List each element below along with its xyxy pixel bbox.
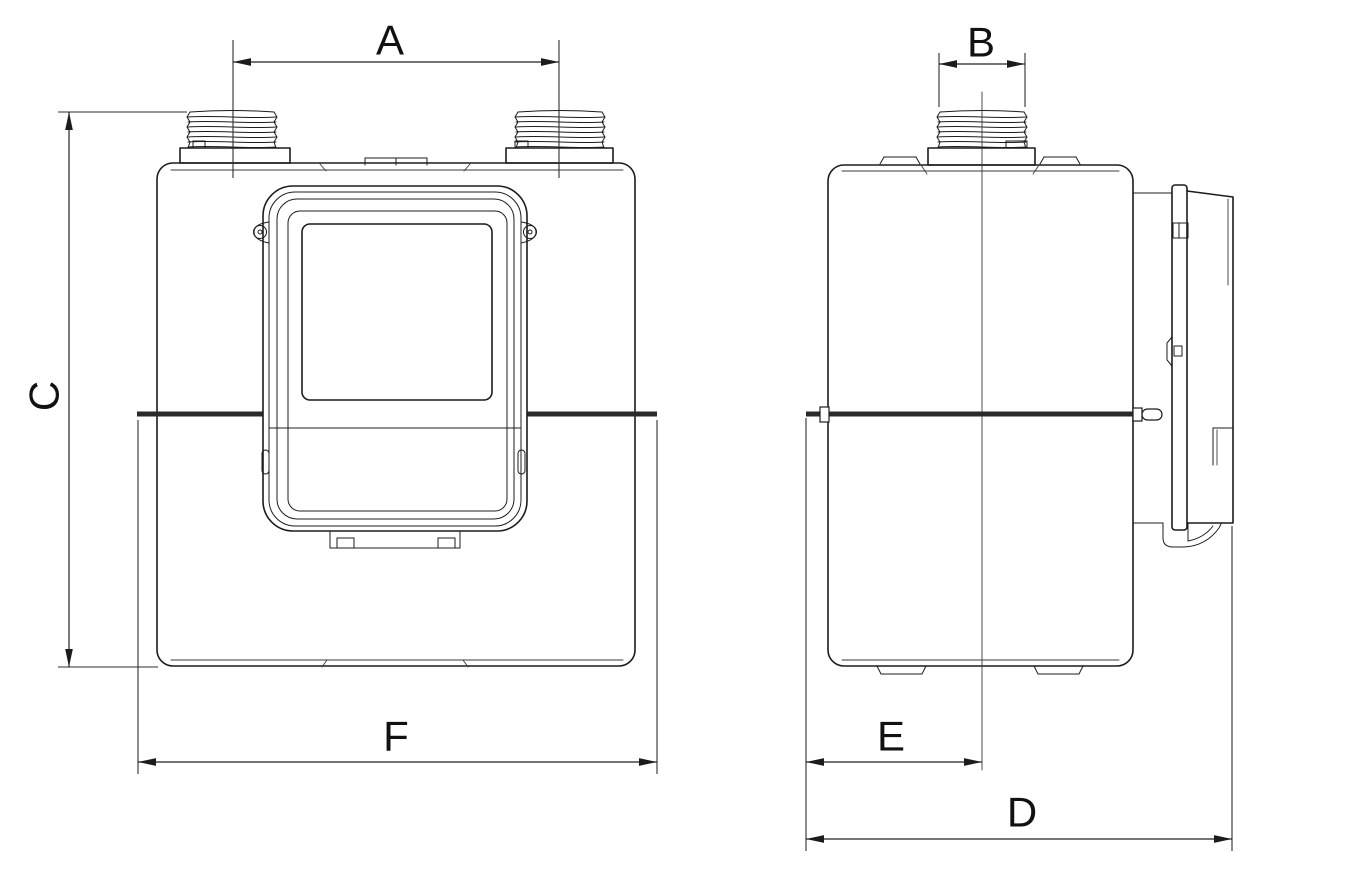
dimension-label-d: D [1007, 789, 1037, 836]
front-left-pipe [179, 110, 291, 164]
dimension-a: A [232, 17, 560, 178]
side-bottom-foot-right [1033, 665, 1084, 675]
side-top-seam-tick-right [1032, 164, 1040, 175]
side-view [806, 91, 1234, 771]
front-bottom-seam-tick-right [462, 659, 469, 668]
dimension-d: D [806, 526, 1233, 851]
front-top-tab [364, 157, 428, 166]
dimension-label-c: C [21, 381, 68, 411]
side-display-mid-latch [1166, 336, 1183, 367]
side-display-recess [1212, 427, 1233, 466]
dimension-label-f: F [383, 713, 409, 760]
side-display-bottom-hook [1162, 522, 1222, 548]
side-top-notch-left [879, 156, 921, 165]
side-band-pin [1141, 408, 1163, 421]
front-top-seam-tick-left [319, 163, 327, 172]
side-bottom-foot-left [876, 665, 927, 675]
side-display-module [1132, 184, 1234, 548]
side-band-clip-right [1132, 407, 1143, 422]
dimension-label-b: B [967, 19, 995, 66]
side-display-mount-plate [1171, 184, 1188, 531]
dimensions: A B C F [21, 17, 1233, 851]
display-screw-right [520, 221, 537, 244]
display-screw-left [253, 221, 270, 244]
dimension-e: E [805, 418, 982, 851]
side-display-body [1186, 190, 1234, 524]
front-top-seam-tick-right [463, 163, 471, 172]
dimension-label-e: E [877, 713, 905, 760]
side-display-top-clip [1172, 222, 1189, 239]
side-band-clip-left [819, 406, 830, 423]
display-screen [301, 223, 493, 401]
side-top-notch-right [1039, 156, 1081, 165]
display-face-panel [287, 210, 508, 512]
front-view [137, 110, 657, 668]
front-bottom-seam-tick-left [321, 659, 328, 668]
dimension-f: F [137, 420, 658, 774]
side-top-seam-tick-left [920, 164, 928, 175]
display-side-latch-left [261, 449, 270, 475]
front-display-module [253, 185, 537, 549]
dimension-b: B [938, 19, 1026, 107]
display-side-latch-right [517, 449, 526, 475]
side-pipe [927, 110, 1036, 166]
dimension-c: C [21, 111, 187, 668]
dimension-label-a: A [376, 17, 404, 64]
display-bottom-tab [329, 530, 461, 549]
